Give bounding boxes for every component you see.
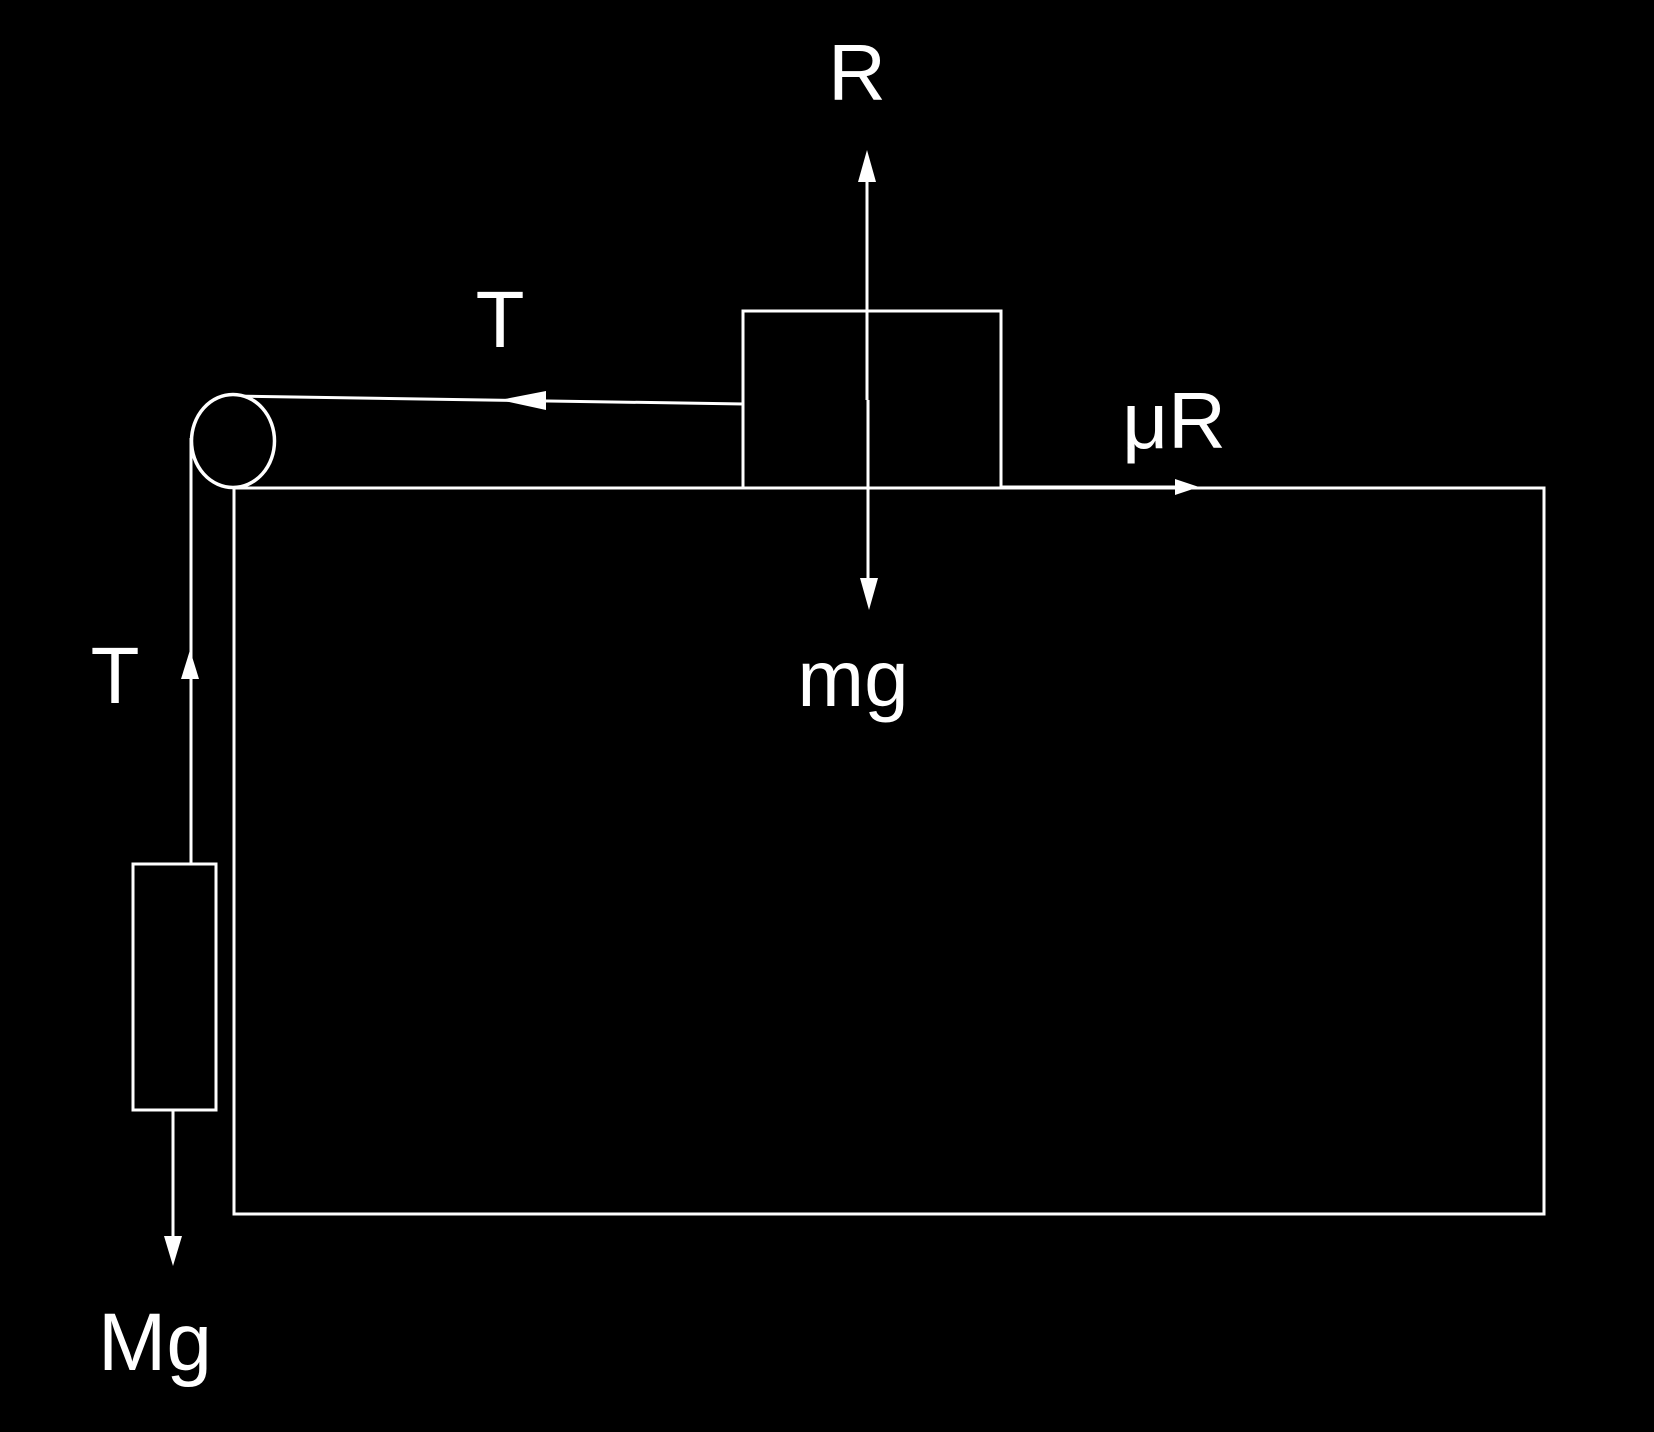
normal-force-arrow <box>858 150 876 400</box>
arrow-down-icon <box>860 578 878 610</box>
string-horizontal <box>229 394 745 406</box>
block-on-table <box>741 309 1003 490</box>
pulley-circle <box>189 392 277 490</box>
arrow-right-icon <box>1175 479 1199 495</box>
tension-horizontal-label: T <box>476 275 525 364</box>
friction-force-label: μR <box>1122 376 1226 465</box>
block-weight-label: mg <box>797 634 908 723</box>
arrow-down-icon <box>164 1236 182 1266</box>
hanging-block <box>131 862 218 1112</box>
hanging-weight-arrow <box>164 1110 182 1266</box>
arrow-up-icon <box>181 650 199 679</box>
hanging-weight-label: Mg <box>98 1297 212 1388</box>
friction-arrow <box>1002 479 1199 495</box>
tension-vertical-label: T <box>91 631 140 720</box>
table-rectangle <box>232 486 1546 1216</box>
block-weight-arrow <box>860 400 878 610</box>
normal-force-label: R <box>828 28 886 117</box>
arrow-up-icon <box>858 150 876 182</box>
arrow-left-icon <box>500 391 546 410</box>
